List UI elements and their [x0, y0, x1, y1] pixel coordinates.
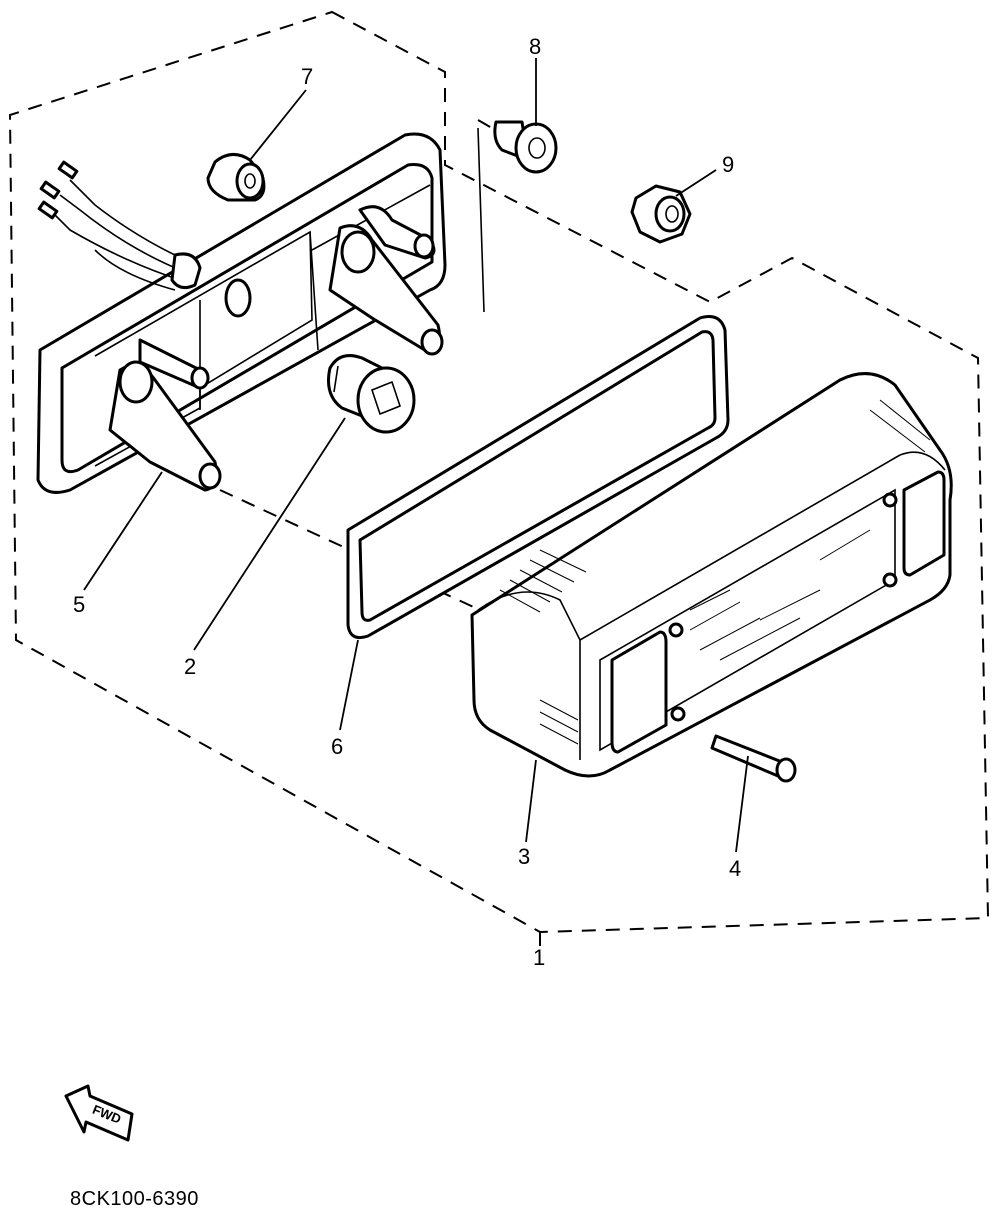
callout-3: 3 — [518, 844, 530, 869]
callout-1: 1 — [533, 945, 545, 970]
assembly-boundary — [8, 10, 990, 950]
nut — [630, 184, 692, 244]
callout-9: 9 — [722, 152, 734, 177]
fwd-arrow-icon: FWD — [64, 1084, 134, 1142]
screw — [710, 734, 797, 783]
callout-labels: 1 2 3 4 5 6 7 8 9 — [73, 34, 741, 970]
grommet — [206, 153, 266, 202]
alignment-lines — [219, 119, 493, 611]
callout-6: 6 — [331, 734, 343, 759]
diagram-code: 8CK100-6390 — [70, 1188, 199, 1210]
lens — [470, 372, 953, 778]
lamp-housing — [36, 132, 447, 494]
collar — [493, 120, 558, 174]
bulb — [327, 354, 416, 434]
callout-4: 4 — [729, 856, 741, 881]
callout-2: 2 — [184, 654, 196, 679]
leader-lines — [83, 58, 749, 853]
callout-7: 7 — [301, 64, 313, 89]
callout-8: 8 — [529, 34, 541, 59]
gasket — [346, 315, 730, 640]
callout-5: 5 — [73, 592, 85, 617]
